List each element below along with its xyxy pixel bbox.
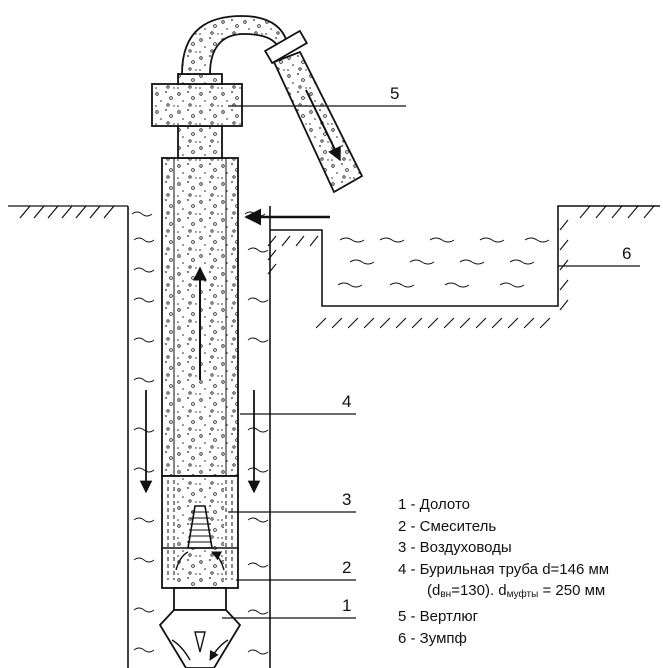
discharge-hose (272, 50, 364, 194)
callout-6: 6 (622, 244, 632, 263)
legend-item-1: 1 - Долото (398, 496, 470, 513)
legend-item-4-open: (d (427, 582, 441, 600)
gooseneck-hose (181, 15, 289, 75)
swivel (151, 83, 243, 127)
sump-water (337, 237, 550, 288)
legend-item-4-sub-inner: вн (440, 589, 452, 601)
callout-5: 5 (390, 84, 400, 103)
callout-1: 1 (342, 596, 352, 615)
drill-bit (158, 587, 242, 668)
leader-lines (222, 105, 640, 619)
legend-item-4-mid: =130). d (451, 582, 507, 600)
sump-hatch (267, 205, 655, 329)
legend-item-2: 2 - Смеситель (398, 517, 497, 535)
borehole (127, 206, 271, 668)
borehole-water (131, 211, 269, 655)
callout-2: 2 (342, 558, 352, 577)
legend-item-4-continuation: (dвн=130). dмуфты = 250 мм (398, 580, 660, 606)
callout-3: 3 (342, 490, 352, 509)
sump-pit (270, 205, 660, 307)
legend-item-6: 6 - Зумпф (398, 629, 467, 647)
legend-item-4-sub-coupling: муфты (506, 589, 539, 601)
legend-item-5: 5 - Вертлюг (398, 607, 479, 625)
legend-item-4: 4 - Бурильная труба d=146 мм (398, 560, 610, 578)
legend-item-4-end: = 250 мм (538, 582, 606, 600)
legend: 1 - Долото 2 - Смеситель 3 - Воздуховоды… (398, 494, 660, 649)
air-ducts (167, 480, 233, 580)
legend-item-3: 3 - Воздуховоды (398, 539, 512, 557)
ground-hatch-left (8, 205, 128, 219)
callout-4: 4 (342, 392, 352, 411)
